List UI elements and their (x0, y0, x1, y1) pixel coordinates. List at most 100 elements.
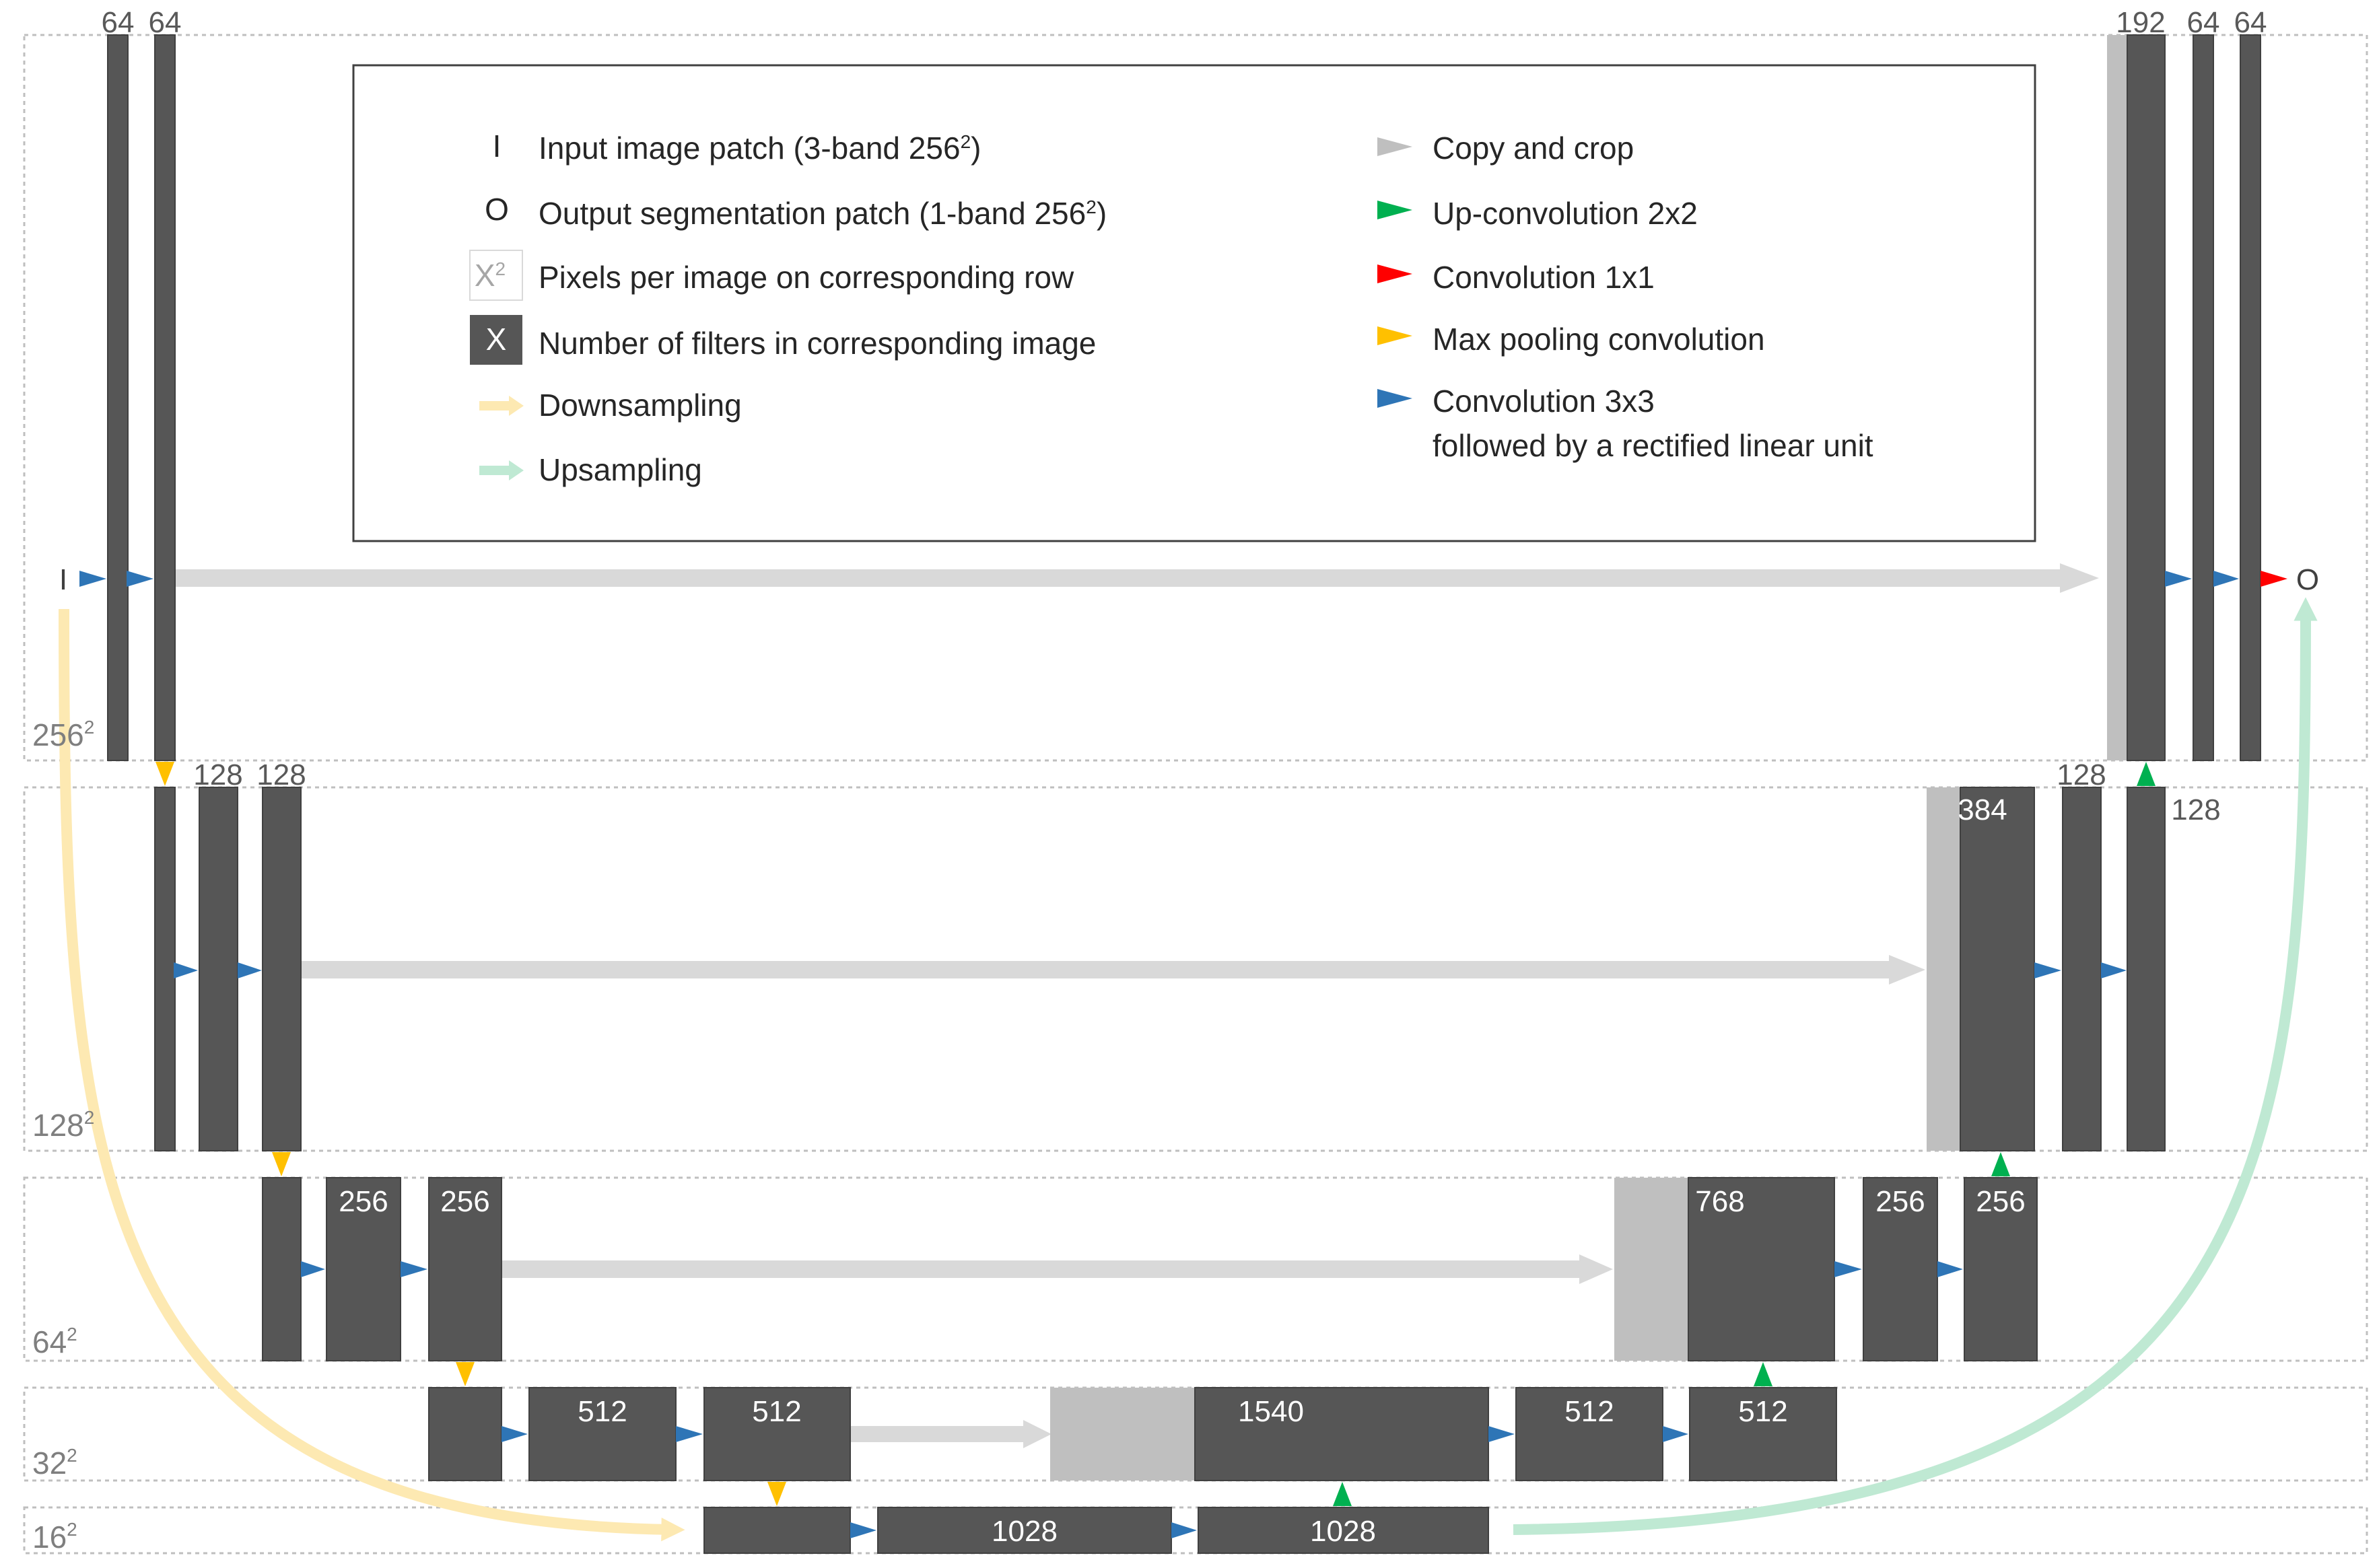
maxpool-icon (456, 1362, 475, 1386)
copy-crop-arrows (174, 563, 2099, 1448)
block-r1-r3 (2127, 787, 2166, 1151)
legend-pixels-swatch (469, 250, 523, 301)
filter-label: 1028 (1310, 1515, 1376, 1548)
block-r4-l3 (1198, 1507, 1489, 1554)
maxpool-icon (272, 1152, 291, 1176)
input-symbol: I (59, 563, 67, 596)
legend-filters-symbol: X (486, 322, 507, 357)
green-triangle-icon (1377, 201, 1412, 219)
legend-text: Input image patch (3-band 2562) (539, 131, 981, 166)
legend: I O X2 X Input image patch (3-band 2562)… (352, 64, 2036, 542)
block-r1-l2 (199, 787, 238, 1151)
conv3x3-icon (127, 571, 153, 587)
legend-text: Pixels per image on corresponding row (539, 260, 1074, 295)
legend-text: Convolution 1x1 (1433, 260, 1655, 295)
block-r1-l3 (262, 787, 302, 1151)
copy-arrow-row2 (502, 1254, 1613, 1284)
filter-label: 64 (2187, 6, 2220, 39)
legend-pixels-symbol: X2 (475, 258, 506, 293)
filter-label: 1028 (992, 1515, 1058, 1548)
block-r0-l1 (107, 34, 129, 761)
filter-label: 256 (1875, 1185, 1925, 1218)
legend-text: Downsampling (539, 388, 742, 423)
copied-blocks (1050, 35, 2127, 1481)
filter-label: 768 (1695, 1185, 1744, 1218)
conv3x3-icon (502, 1426, 528, 1442)
row-size-label: 2562 (32, 717, 94, 752)
row-256-container (23, 34, 2368, 762)
filter-label: 128 (193, 758, 242, 791)
legend-text: Max pooling convolution (1433, 322, 1765, 357)
row-size-label: 1282 (32, 1107, 94, 1143)
filter-label: 384 (1958, 793, 2007, 826)
maxpool-icon (156, 762, 174, 786)
row-size-label: 322 (32, 1445, 77, 1481)
upconv-icon (2137, 762, 2156, 786)
row-size-labels: 2562 1282 642 322 162 (32, 717, 94, 1555)
legend-filters-swatch (470, 315, 522, 365)
copied-block-row1 (1927, 787, 1960, 1151)
max-pool-arrows (156, 762, 786, 1506)
filter-label: 512 (578, 1395, 627, 1428)
block-r3-l1 (428, 1387, 502, 1481)
feature-blocks (107, 34, 2261, 1554)
block-r2-l3 (428, 1177, 502, 1361)
conv3x3-icon (1937, 1261, 1963, 1277)
copy-arrow-row3 (850, 1420, 1051, 1448)
block-r4-l1 (703, 1507, 851, 1554)
conv3x3-icon (2165, 571, 2192, 587)
filter-label: 128 (256, 758, 306, 791)
filter-labels-outside: 64 64 192 64 64 128 128 128 128 (102, 6, 2267, 826)
row-size-label: 642 (32, 1324, 77, 1359)
upconv-icon (1754, 1362, 1772, 1386)
downsampling-arrow-icon (479, 396, 524, 416)
conv3x3-arrows (79, 571, 2239, 1538)
row-16-container (23, 1506, 2368, 1555)
conv3x3-icon (850, 1522, 876, 1538)
gray-triangle-icon (1377, 137, 1412, 156)
block-r2-l2 (326, 1177, 401, 1361)
legend-text: Output segmentation patch (1-band 2562) (539, 196, 1107, 231)
block-r3-l3 (703, 1387, 851, 1481)
conv3x3-icon (1663, 1426, 1688, 1442)
block-r2-concat (1688, 1177, 1835, 1361)
block-r2-l1 (262, 1177, 302, 1361)
blue-triangle-icon (1377, 389, 1412, 408)
copied-block-row0 (2107, 35, 2127, 760)
conv3x3-icon (1488, 1426, 1515, 1442)
conv3x3-icon (79, 571, 106, 587)
block-r0-r2 (2240, 34, 2261, 761)
row-128-container (23, 786, 2368, 1152)
block-r3-l2 (528, 1387, 677, 1481)
legend-text: Copy and crop (1433, 131, 1634, 166)
copy-arrow-row1 (301, 955, 1925, 985)
filter-label: 512 (1564, 1395, 1614, 1428)
filter-label: 192 (2116, 6, 2165, 39)
filter-label: 256 (1976, 1185, 2025, 1218)
legend-text: Number of filters in corresponding image (539, 326, 1096, 361)
block-r0-concat (2127, 34, 2166, 761)
legend-text: Up-convolution 2x2 (1433, 196, 1698, 231)
conv3x3-icon (2034, 962, 2061, 978)
copy-arrow-row0 (174, 563, 2099, 593)
upsampling-arrow-icon (479, 460, 524, 480)
conv3x3-icon (238, 962, 262, 978)
row-64-container (23, 1176, 2368, 1362)
up-conv-arrows (1333, 762, 2156, 1506)
yellow-triangle-icon (1377, 326, 1412, 345)
conv3x3-icon (301, 1261, 325, 1277)
block-r3-r3 (1689, 1387, 1837, 1481)
legend-text: followed by a rectified linear unit (1433, 428, 1873, 463)
block-r2-r3 (1964, 1177, 2038, 1361)
filter-label: 128 (2171, 793, 2220, 826)
copied-block-row3 (1050, 1388, 1195, 1481)
legend-input-symbol: I (493, 129, 502, 164)
block-r1-concat (1960, 787, 2035, 1151)
block-r3-concat (1194, 1387, 1489, 1481)
upconv-icon (1991, 1152, 2010, 1176)
output-symbol: O (2296, 563, 2319, 596)
filter-labels-inside: 384 256 256 768 256 256 512 512 1540 512… (339, 793, 2025, 1548)
filter-label: 64 (2234, 6, 2267, 39)
maxpool-icon (767, 1482, 786, 1506)
filter-label: 1540 (1238, 1395, 1304, 1428)
